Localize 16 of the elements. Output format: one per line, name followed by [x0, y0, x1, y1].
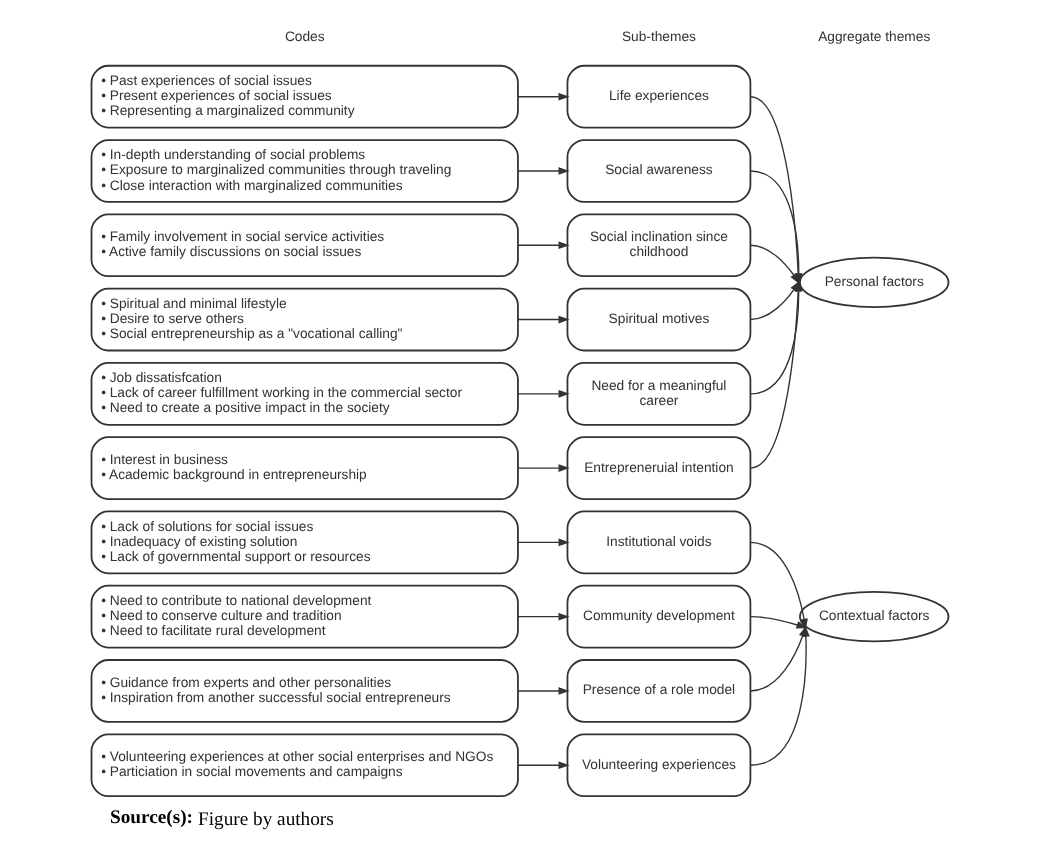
arrow	[517, 241, 570, 250]
arrow	[517, 167, 570, 175]
arrow	[517, 315, 570, 324]
arrow	[749, 170, 803, 285]
arrow	[517, 464, 570, 472]
arrow	[517, 687, 570, 695]
arrow	[517, 612, 570, 621]
arrow	[749, 541, 808, 630]
arrow	[749, 96, 803, 285]
arrow	[749, 615, 808, 629]
caption: Source(s): Figure by authors	[110, 807, 334, 831]
arrow	[517, 92, 570, 101]
arrow	[517, 761, 570, 770]
arrow	[517, 389, 570, 398]
arrow	[517, 538, 570, 547]
arrow	[749, 244, 800, 285]
